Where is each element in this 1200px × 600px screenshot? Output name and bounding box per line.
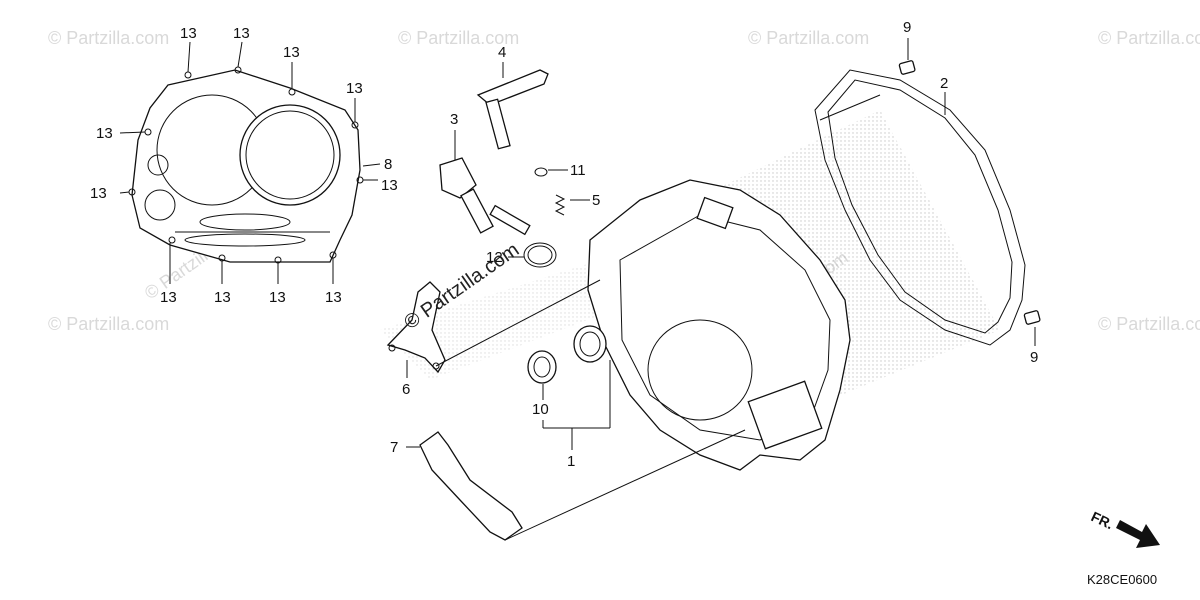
callout-13: 13: [325, 289, 342, 306]
callout-6: 6: [402, 381, 410, 398]
spring-and-ring: [534, 167, 590, 216]
callout-11: 11: [570, 162, 586, 179]
o-ring-part-12: [508, 242, 557, 268]
callout-10: 10: [532, 401, 549, 418]
outer-cover-part-8: [128, 66, 364, 264]
callout-7: 7: [390, 439, 398, 456]
watermark-text: © Partzilla.com: [748, 28, 869, 48]
callout-9: 9: [1030, 349, 1038, 366]
callout-13: 13: [381, 177, 398, 194]
watermark-text: © Partzilla.com: [398, 28, 519, 48]
callout-13: 13: [214, 289, 231, 306]
callout-9: 9: [903, 19, 911, 36]
callout-13: 13: [283, 44, 300, 61]
callout-12: 12: [486, 249, 503, 266]
plate-part-7: [406, 431, 523, 541]
callout-2: 2: [940, 75, 948, 92]
watermark-text: © Partzilla.com: [48, 28, 169, 48]
callout-5: 5: [592, 192, 600, 209]
bracket-part-6: [386, 281, 446, 378]
front-arrow-icon: [1116, 520, 1160, 548]
oil-seal-part-10: [527, 350, 557, 400]
sensor-part-3: [439, 130, 531, 236]
callout-13: 13: [180, 25, 197, 42]
leader-lines-outer-cover: [119, 41, 381, 284]
callout-13: 13: [160, 289, 177, 306]
callout-bracket-1: [542, 360, 611, 450]
watermark-text: © Partzilla.com: [48, 314, 169, 334]
callout-labels: 13 13 13 13 13 13 8 13 13 13 13 13 4 3 1…: [90, 19, 1038, 470]
watermark-text: © Partzilla.com: [1098, 314, 1200, 334]
front-label: FR.: [1089, 508, 1116, 532]
shaft-lever-part-4: [476, 62, 549, 150]
callout-3: 3: [450, 111, 458, 128]
callout-8: 8: [384, 156, 392, 173]
front-direction-indicator: FR.: [1089, 508, 1160, 548]
callout-13: 13: [269, 289, 286, 306]
callout-13: 13: [96, 125, 113, 142]
diagram-code: K28CE0600: [1087, 572, 1157, 587]
dowel-pins-part-9: [898, 38, 1041, 346]
callout-13: 13: [90, 185, 107, 202]
right-crankcase-cover-part-1: [573, 179, 851, 471]
watermark-text: © Partzilla.com: [1098, 28, 1200, 48]
callout-1: 1: [567, 453, 575, 470]
callout-4: 4: [498, 44, 506, 61]
callout-13: 13: [233, 25, 250, 42]
projection-lines: [435, 94, 881, 541]
gasket-part-2: [814, 69, 1026, 346]
callout-13: 13: [346, 80, 363, 97]
